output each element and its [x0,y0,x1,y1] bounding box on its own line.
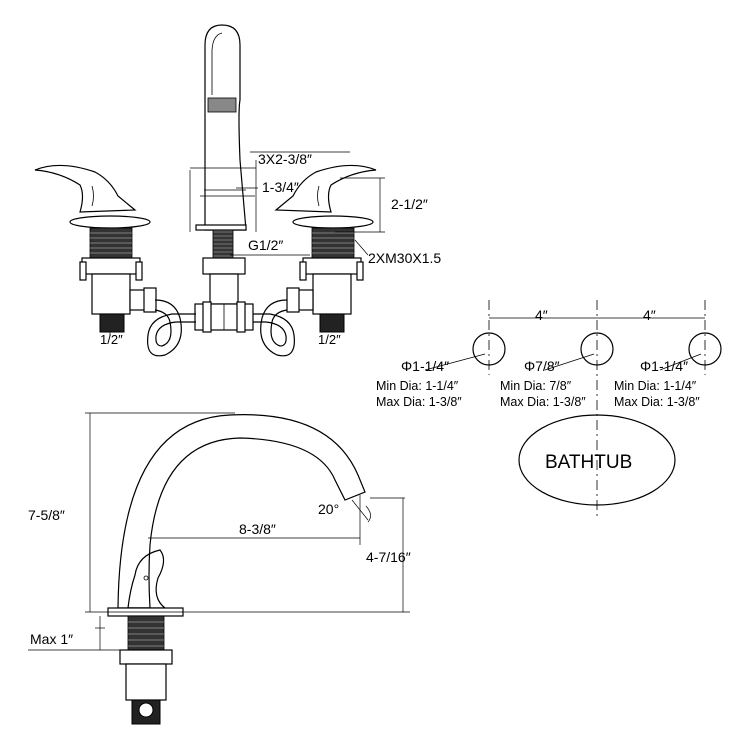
hole-layout [424,300,722,520]
right-inlet-label: 1/2″ [318,332,341,347]
left-inlet-label: 1/2″ [100,332,123,347]
dim-base-width: 1-3/4″ [262,179,299,195]
spout-angle: 20° [318,501,339,517]
hole-3-max: Max Dia: 1-3/8″ [614,395,700,409]
spacing-left: 4″ [535,307,548,323]
right-handle [274,164,377,333]
spacing-right: 4″ [643,307,656,323]
dim-handle-height: 2-1/2″ [391,196,428,212]
hole-2-max: Max Dia: 1-3/8″ [500,395,586,409]
center-thread [212,229,234,259]
dim-reach: 8-3/8″ [239,521,276,537]
left-handle [34,164,157,333]
supply-hoses [147,299,295,357]
side-handle [127,549,167,609]
front-dimensions [109,151,385,336]
hole-3-min: Min Dia: 1-1/4″ [614,379,697,393]
hole-1-min: Min Dia: 1-1/4″ [376,379,459,393]
dim-spout-height: 4-7/16″ [366,549,411,565]
bathtub-label: BATHTUB [545,452,632,473]
hole-2-dia: Φ7/8″ [524,358,560,374]
dim-total-height: 7-5/8″ [28,507,65,523]
max-deck-thickness: Max 1″ [30,631,73,647]
center-spout [194,24,254,333]
side-view [107,414,366,725]
side-thread-label: 2XM30X1.5 [368,250,441,266]
side-dimensions [28,412,410,651]
hole-3-dia: Φ1-1/4″ [640,358,688,374]
hole-left [472,332,506,366]
hole-center [580,332,614,366]
hole-2-min: Min Dia: 7/8″ [500,379,572,393]
front-view: 3X2-3/8″ 1-3/4″ 2-1/2″ G1/2″ 2XM30X1.5 1… [34,24,441,357]
hole-right [688,332,722,366]
dim-spout-width: 3X2-3/8″ [258,151,312,167]
center-thread-label: G1/2″ [248,237,283,253]
tub-spout [117,414,366,609]
bathtub-outline [518,414,676,506]
hole-1-max: Max Dia: 1-3/8″ [376,395,462,409]
aerator-icon [207,97,237,113]
hole-1-dia: Φ1-1/4″ [401,358,449,374]
